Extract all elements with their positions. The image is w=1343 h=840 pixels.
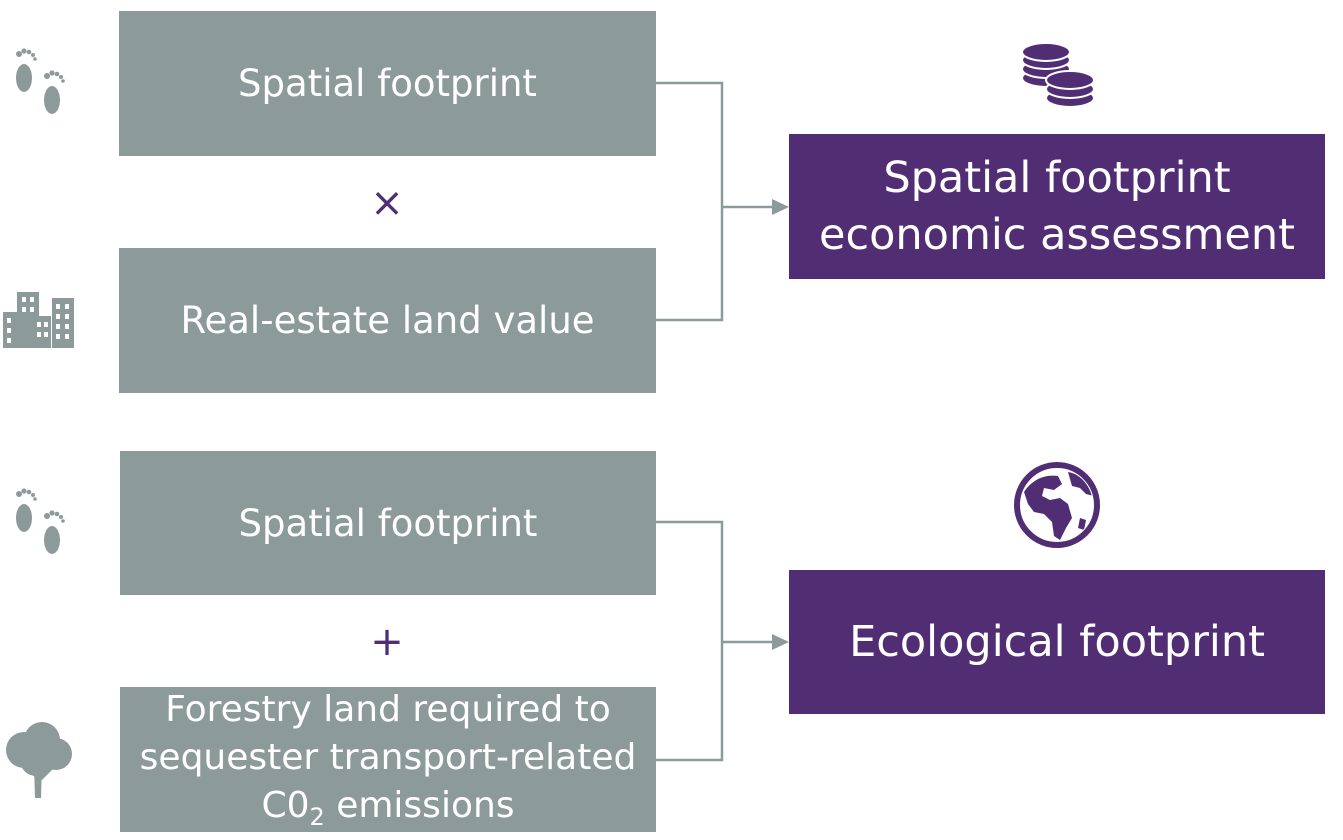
footprints-icon <box>8 482 70 566</box>
real-estate-land-value-label: Real-estate land value <box>180 299 595 342</box>
forestry-land-line-1: Forestry land required to <box>165 688 611 730</box>
coins-icon <box>1018 42 1098 114</box>
forestry-land-line-3: C02 emissions <box>261 782 514 833</box>
economic-assessment-line-1: Spatial footprint <box>883 152 1231 203</box>
spatial-footprint-label-2: Spatial footprint <box>238 501 538 545</box>
spatial-footprint-box-1: Spatial footprint <box>119 11 656 156</box>
real-estate-land-value-box: Real-estate land value <box>119 248 656 393</box>
plus-operator: + <box>370 619 404 665</box>
footprints-icon <box>8 42 70 126</box>
spatial-footprint-box-2: Spatial footprint <box>120 451 656 595</box>
tree-icon <box>2 722 74 802</box>
forestry-land-box: Forestry land required to sequester tran… <box>120 687 656 832</box>
spatial-footprint-label-1: Spatial footprint <box>238 62 537 105</box>
co2-prefix: C0 <box>261 785 310 827</box>
globe-icon <box>1014 462 1100 552</box>
co2-subscript: 2 <box>309 803 325 832</box>
forestry-land-line-2: sequester transport-related <box>139 736 637 778</box>
buildings-icon <box>3 292 75 352</box>
multiply-operator: × <box>370 180 404 226</box>
economic-assessment-line-2: economic assessment <box>819 209 1295 260</box>
ecological-footprint-label: Ecological footprint <box>849 616 1265 667</box>
emissions-suffix: emissions <box>324 785 515 827</box>
economic-assessment-box: Spatial footprint economic assessment <box>789 134 1325 279</box>
ecological-footprint-box: Ecological footprint <box>789 570 1325 714</box>
